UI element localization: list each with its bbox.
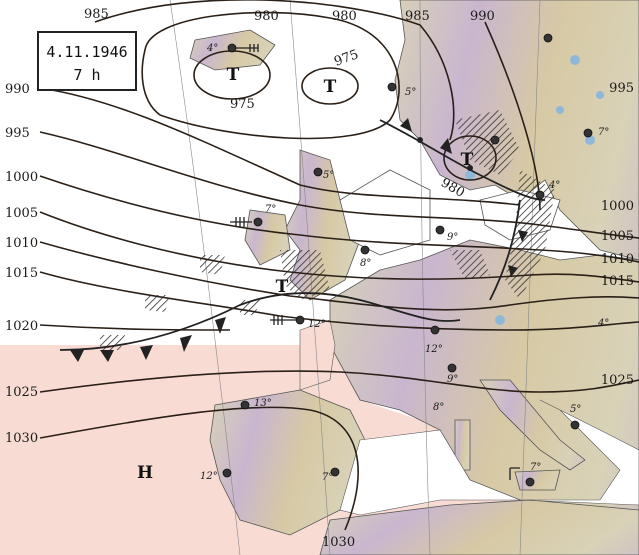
temp-label: 7° xyxy=(530,462,541,473)
isobars xyxy=(39,0,639,531)
isobar-label-right-995: 995 xyxy=(609,81,634,96)
station-ireland xyxy=(253,217,263,227)
temp-label: 8° xyxy=(433,402,444,413)
temp-label: 7° xyxy=(265,204,276,215)
low-sweden-label: T xyxy=(461,150,474,170)
station-north-spain xyxy=(240,400,250,410)
temp-label: 4° xyxy=(206,43,218,54)
station-baltic xyxy=(535,190,545,200)
italy xyxy=(479,379,586,471)
temp-label: 9° xyxy=(447,232,458,243)
isobar-label-inner-975a: 975 xyxy=(230,97,255,112)
wind-barbs xyxy=(230,44,520,480)
isobar-label-1020: 1020 xyxy=(5,319,38,334)
station-norway-coast xyxy=(387,82,397,92)
temp-label: 9° xyxy=(447,374,458,385)
station-scotland xyxy=(313,167,323,177)
station-holland xyxy=(435,225,445,235)
temp-label: 5° xyxy=(323,170,334,181)
isobar-label-right-1005: 1005 xyxy=(601,229,634,244)
sardinia xyxy=(454,419,471,471)
north-africa xyxy=(319,499,639,555)
map-time: 7 h xyxy=(73,66,100,84)
station-south-spain xyxy=(330,467,340,477)
station-adriatic xyxy=(570,420,580,430)
scandinavia xyxy=(394,0,639,261)
temp-label: 12° xyxy=(308,319,326,330)
temp-label: 12° xyxy=(200,471,218,482)
temp-label: 5° xyxy=(405,87,416,98)
isobar-label-top-990: 990 xyxy=(470,9,495,24)
isobar-label-right-1000: 1000 xyxy=(601,199,634,214)
isobar-label-1030: 1030 xyxy=(5,431,38,446)
isobar-label-right-1025: 1025 xyxy=(601,373,634,388)
mediterranean-sea xyxy=(339,399,639,516)
isobar-label-1005: 1005 xyxy=(5,206,38,221)
lakes xyxy=(465,55,604,325)
fronts xyxy=(59,118,546,362)
isobar-label-995: 995 xyxy=(5,126,30,141)
cold-front xyxy=(59,292,461,351)
low-iceland-label: T xyxy=(227,65,240,85)
station-england xyxy=(360,245,370,255)
land-masses xyxy=(189,0,639,555)
station-south-france xyxy=(447,363,457,373)
isobar-label-1010: 1010 xyxy=(5,236,38,251)
isobar-label-right-1015: 1015 xyxy=(601,274,634,289)
station-alps xyxy=(430,325,440,335)
isobar-label-990: 990 xyxy=(5,82,30,97)
sicily xyxy=(514,469,561,491)
isobar-label-1015: 1015 xyxy=(5,266,38,281)
temp-label: 4° xyxy=(597,318,609,329)
warm-front xyxy=(489,199,521,301)
isobar-label-right-1010: 1010 xyxy=(601,252,634,267)
low-faroe-label: T xyxy=(324,77,337,97)
isobar-label-inner-1030: 1030 xyxy=(322,535,355,550)
occluded-front xyxy=(379,119,546,201)
temp-label: 7° xyxy=(598,127,609,138)
isobar-label-top-985b: 985 xyxy=(405,9,430,24)
isobar-label-1025: 1025 xyxy=(5,385,38,400)
temp-label: 4° xyxy=(548,180,560,191)
station-sweden xyxy=(490,135,500,145)
temp-label: 5° xyxy=(570,404,581,415)
map-date: 4.11.1946 xyxy=(46,43,127,61)
station-iceland xyxy=(227,43,237,53)
isobar-label-top-985: 985 xyxy=(84,7,109,22)
bay-of-biscay xyxy=(299,319,336,391)
low-channel-label: T xyxy=(276,277,289,297)
temp-label: 13° xyxy=(254,398,272,409)
station-brest xyxy=(295,315,305,325)
isobar-label-top-980a: 980 xyxy=(254,9,279,24)
temp-label: 7° xyxy=(322,472,333,483)
cold-front-teeth xyxy=(70,317,226,362)
station-finland xyxy=(583,128,593,138)
stations xyxy=(222,33,593,487)
map-date-box: 4.11.1946 7 h xyxy=(37,31,137,91)
continental-europe xyxy=(329,239,639,555)
high-iberia-label: H xyxy=(137,463,153,483)
isobar-label-top-980b: 980 xyxy=(332,9,357,24)
station-sicily xyxy=(525,477,535,487)
temp-label: 8° xyxy=(360,258,371,269)
station-portugal xyxy=(222,468,232,478)
station-north-finland xyxy=(543,33,553,43)
isobar-label-1000: 1000 xyxy=(5,170,38,185)
temp-label: 12° xyxy=(425,344,443,355)
